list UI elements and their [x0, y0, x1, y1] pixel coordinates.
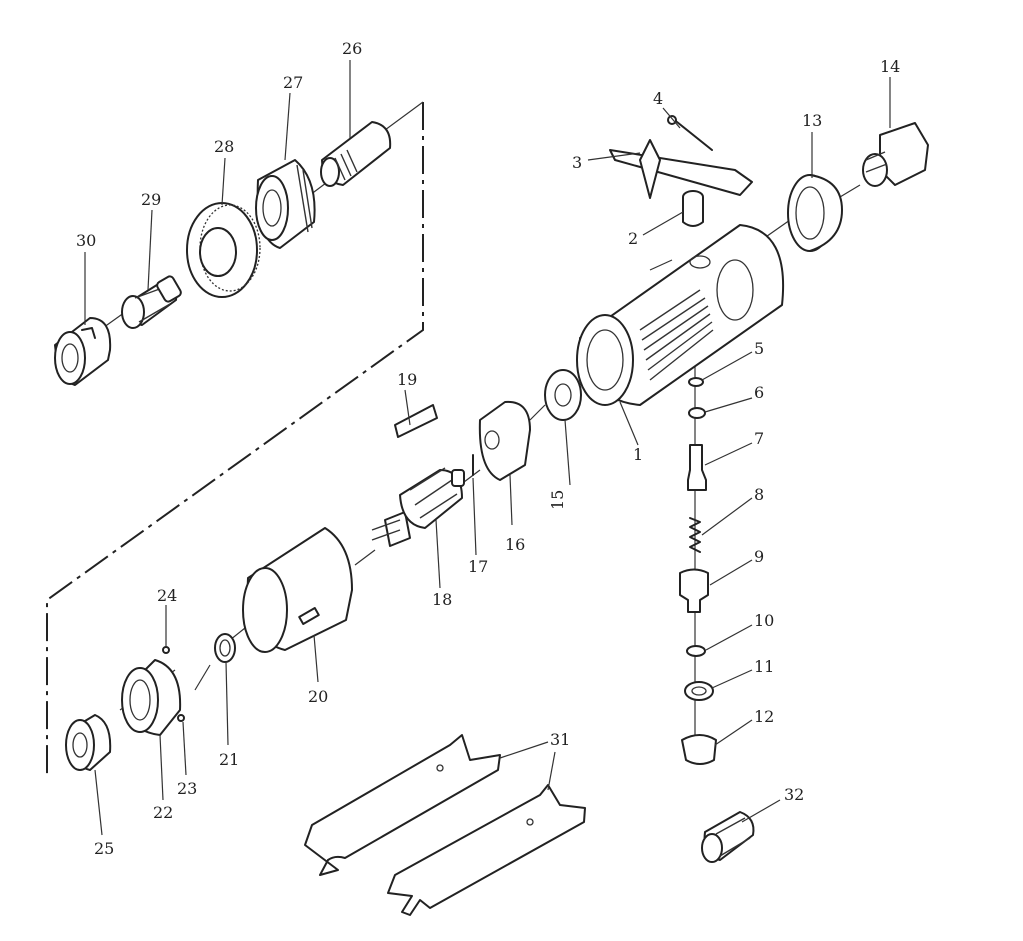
part-4-lever-pin — [667, 115, 713, 151]
label-10: 10 — [754, 611, 774, 630]
part-26-spindle — [320, 121, 392, 187]
label-29: 29 — [141, 190, 161, 209]
label-8: 8 — [754, 485, 764, 504]
part-24-pin — [162, 646, 170, 654]
part-1-housing — [576, 224, 784, 406]
part-19-key — [394, 404, 438, 438]
leader-lines — [84, 60, 891, 836]
label-31: 31 — [550, 730, 570, 749]
label-12: 12 — [754, 707, 774, 726]
part-21-ring — [214, 633, 236, 663]
part-labels: 1 2 3 4 5 6 7 8 9 10 11 12 13 14 15 16 1… — [76, 39, 900, 858]
label-3: 3 — [572, 153, 582, 172]
part-10-washer — [686, 645, 706, 657]
part-14-air-inlet — [862, 122, 929, 187]
part-7-valve-stem — [687, 444, 707, 491]
label-24: 24 — [157, 586, 177, 605]
part-25-bearing — [65, 714, 112, 771]
label-30: 30 — [76, 231, 96, 250]
part-11-gasket — [684, 681, 714, 701]
label-13: 13 — [802, 111, 822, 130]
part-22-front-plate — [121, 659, 182, 736]
part-23-pin — [177, 714, 185, 722]
label-9: 9 — [754, 547, 764, 566]
label-16: 16 — [505, 535, 525, 554]
label-18: 18 — [432, 590, 452, 609]
part-28-gear-wheel — [186, 202, 261, 298]
part-31-wrenches — [304, 734, 586, 916]
label-6: 6 — [754, 383, 764, 402]
label-5: 5 — [754, 339, 764, 358]
part-9-valve-bush — [679, 568, 709, 613]
label-22: 22 — [153, 803, 173, 822]
label-2: 2 — [628, 229, 638, 248]
label-11: 11 — [754, 657, 774, 676]
label-17: 17 — [468, 557, 488, 576]
part-5-o-ring — [688, 377, 704, 387]
part-8-spring — [689, 517, 701, 553]
part-2-valve — [682, 190, 704, 227]
part-18-rotor — [371, 467, 465, 547]
part-29-collet — [121, 275, 182, 329]
label-20: 20 — [308, 687, 328, 706]
label-27: 27 — [283, 73, 303, 92]
label-28: 28 — [214, 137, 234, 156]
part-16-rear-plate — [478, 400, 531, 481]
label-7: 7 — [754, 429, 764, 448]
label-19: 19 — [397, 370, 417, 389]
label-21: 21 — [219, 750, 239, 769]
housing-grip-ridges — [639, 289, 714, 381]
label-4: 4 — [653, 89, 663, 108]
part-30-collet-nut — [54, 317, 112, 386]
part-27-housing-cap — [255, 159, 316, 249]
part-13-exhaust-cap — [787, 174, 843, 252]
valve-stack-parts — [679, 377, 717, 765]
part-6-o-ring — [688, 407, 706, 419]
part-32-collet — [701, 811, 755, 863]
part-20-cylinder — [242, 527, 353, 653]
label-32: 32 — [784, 785, 804, 804]
label-25: 25 — [94, 839, 114, 858]
part-15-bearing — [544, 369, 582, 421]
part-3-throttle-lever — [609, 139, 753, 199]
label-23: 23 — [177, 779, 197, 798]
label-26: 26 — [342, 39, 362, 58]
label-14: 14 — [880, 57, 900, 76]
part-12-valve-cap — [681, 734, 717, 765]
label-1: 1 — [633, 445, 643, 464]
label-15: 15 — [548, 490, 567, 510]
